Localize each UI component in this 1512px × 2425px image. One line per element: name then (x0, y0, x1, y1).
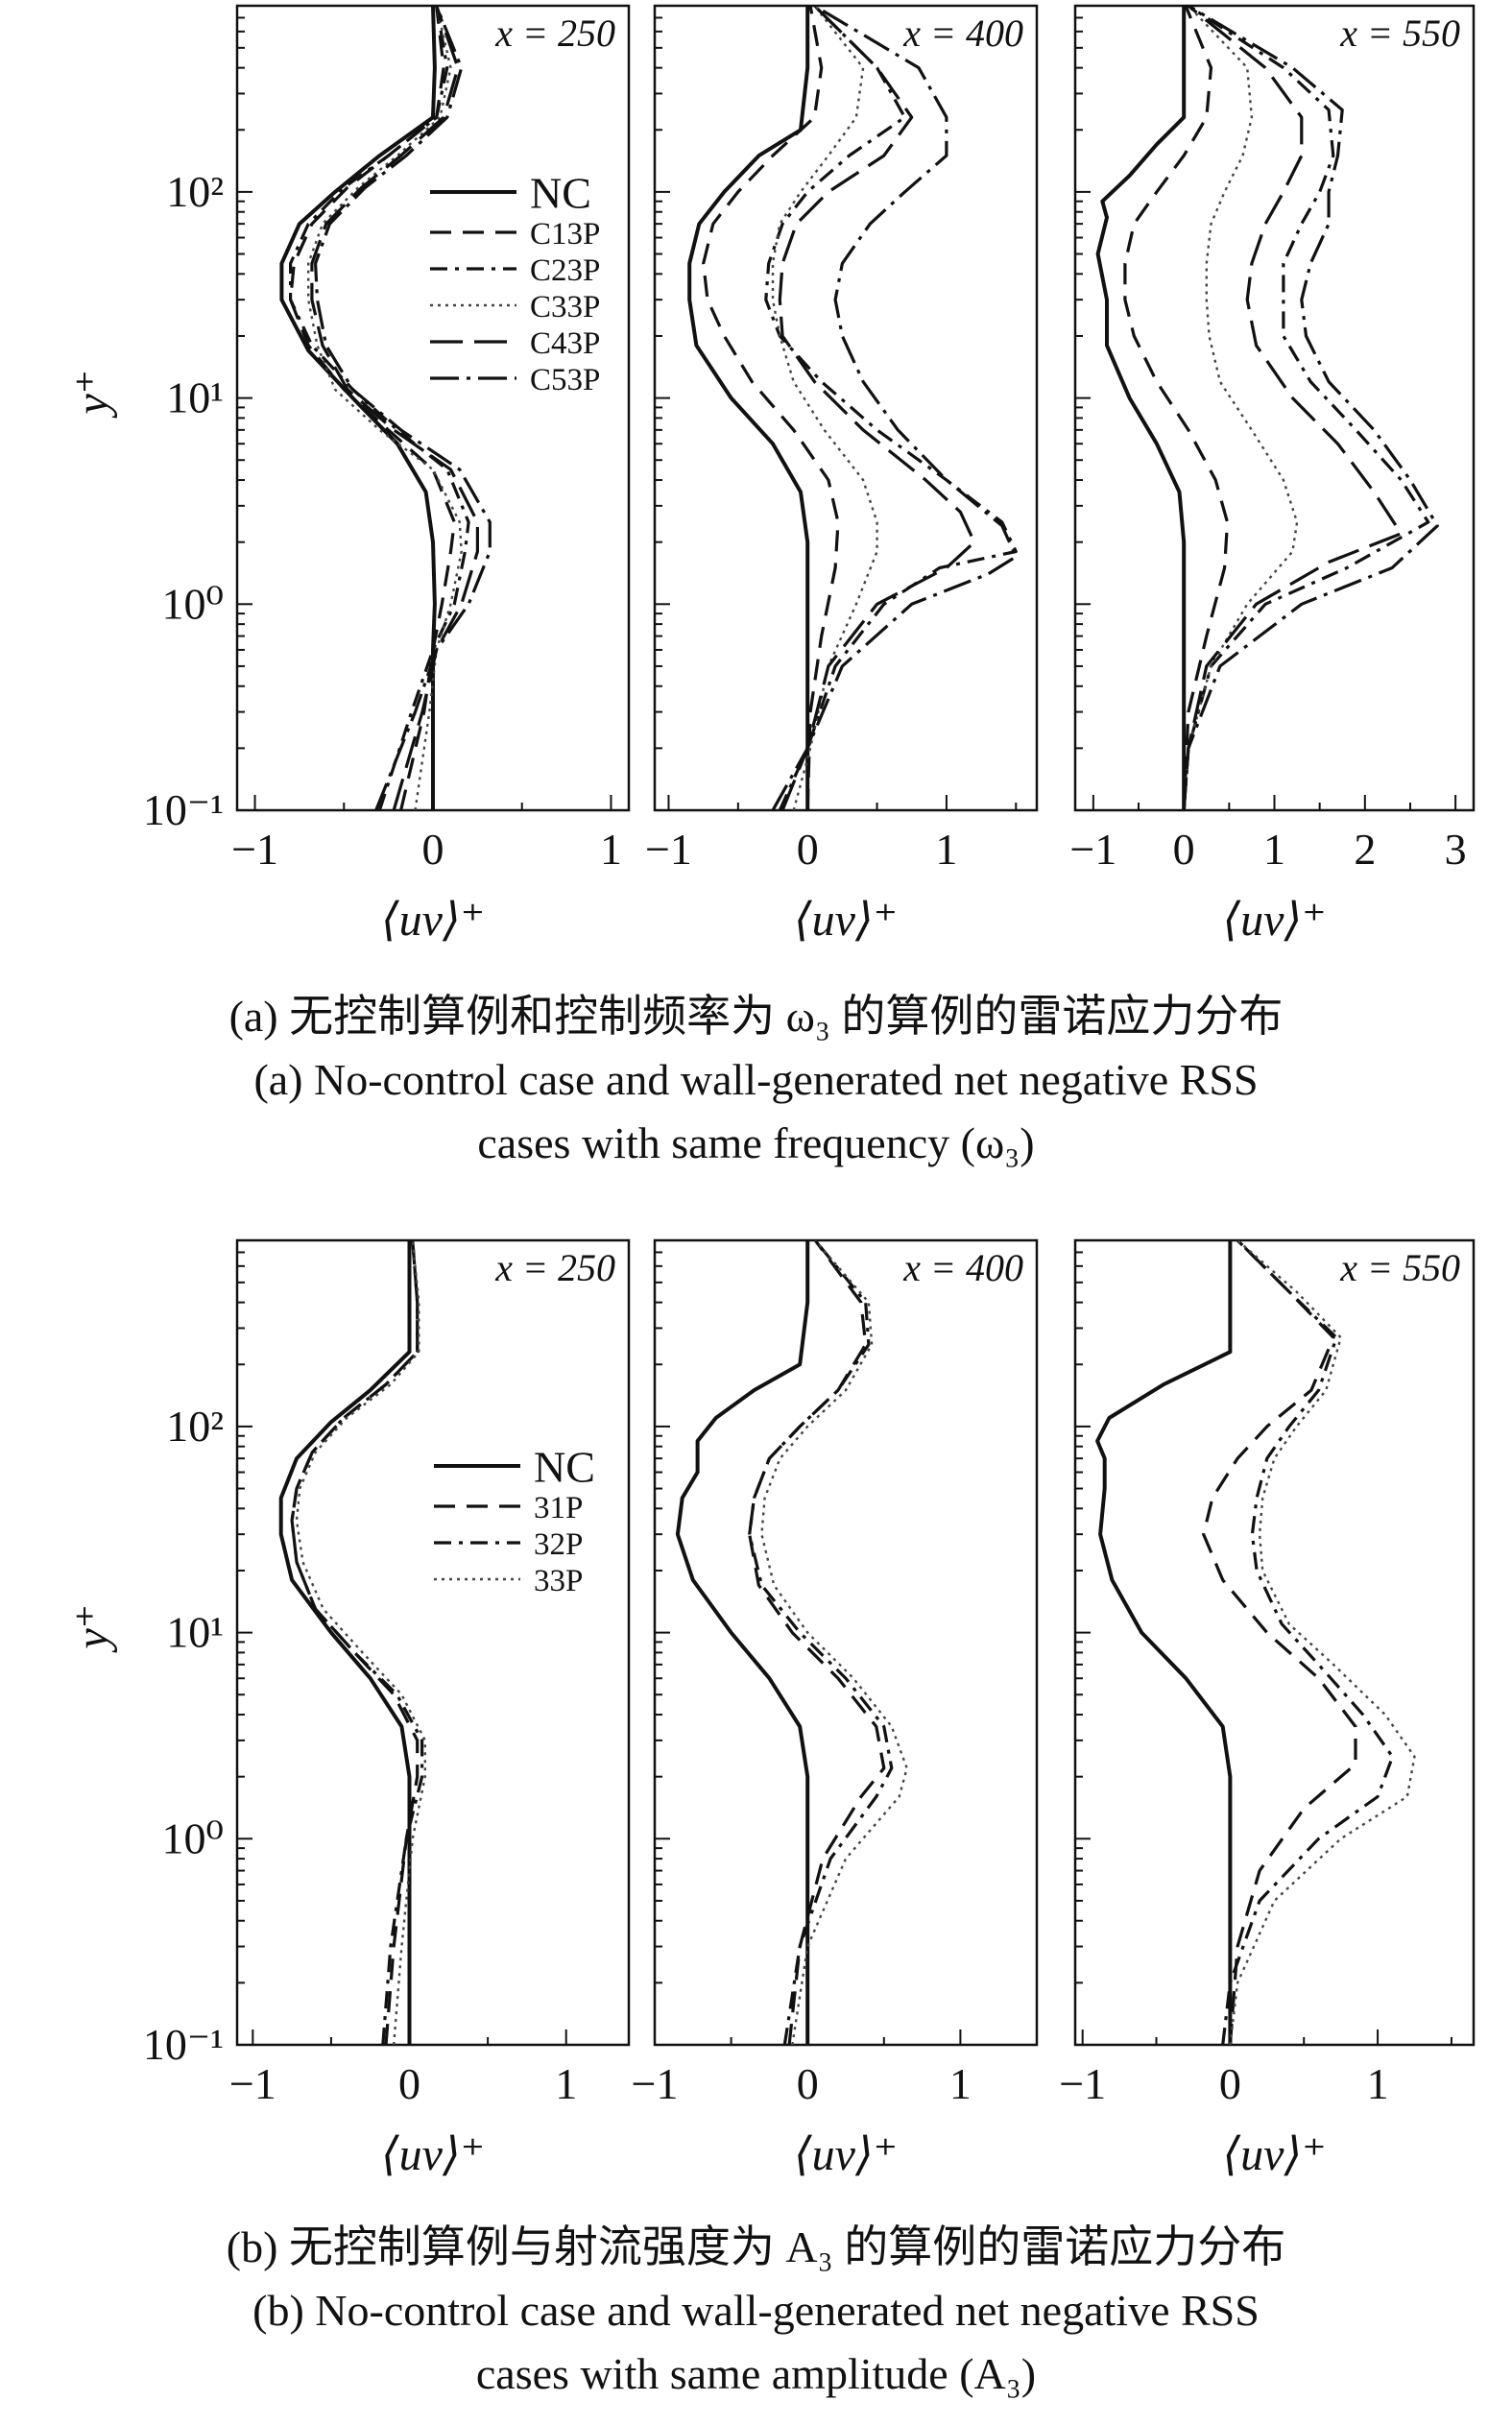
series-line-32p (1221, 1240, 1395, 2045)
y-tick-label: 10⁻¹ (143, 785, 224, 834)
y-tick-label: 10⁻¹ (143, 2020, 224, 2069)
series-line-32p (748, 1240, 894, 2045)
x-axis-label: ⟨uv⟩⁺ (794, 2129, 898, 2180)
series-line-nc (279, 6, 437, 810)
legend-label-31p: 31P (534, 1491, 583, 1525)
panel-title: x = 550 (1339, 1246, 1460, 1289)
caption-a-zh: (a) 无控制算例和控制频率为 ω₃ 的算例的雷诺应力分布 (228, 992, 1284, 1041)
legend-label-nc: NC (534, 1443, 595, 1492)
panel-a-3: −1 0 1 2 3 x = 550 ⟨uv⟩⁺ (1069, 4, 1476, 946)
x-axis-label: ⟨uv⟩⁺ (1222, 2129, 1326, 2180)
y-axis-label: y⁺ (67, 370, 118, 420)
legend-label-c23p: C23P (530, 253, 600, 288)
x-axis-label: ⟨uv⟩⁺ (1222, 895, 1326, 946)
series-line-c53p (1182, 6, 1439, 810)
x-tick-label: 1 (1263, 825, 1285, 874)
series-line-33p (1229, 1240, 1416, 2045)
caption-b-en-line1: (b) No-control case and wall-generated n… (252, 2286, 1260, 2335)
legend-label-nc: NC (530, 169, 591, 218)
x-tick-label: 0 (797, 2059, 819, 2108)
x-tick-label: −1 (231, 825, 278, 874)
y-tick-label: 10² (166, 167, 224, 216)
legend-label-c33p: C33P (530, 290, 600, 324)
caption-a-en-line1: (a) No-control case and wall-generated n… (253, 1055, 1259, 1104)
y-tick-label: 10⁰ (162, 579, 224, 628)
x-tick-label: 0 (1219, 2059, 1241, 2108)
caption-b-en-line2: cases with same amplitude (A₃) (475, 2349, 1037, 2398)
plot-frame (1073, 1238, 1476, 2047)
series-line-31p (1202, 1240, 1357, 2045)
x-tick-label: −1 (229, 2059, 276, 2108)
y-tick-label: 10² (166, 1402, 224, 1451)
panel-title: x = 250 (494, 1246, 615, 1289)
plot-frame (235, 1238, 631, 2047)
series-line-c23p (289, 6, 470, 810)
series-line-nc (675, 1240, 810, 2045)
series-line-c13p (1123, 6, 1230, 810)
series-line-c23p (764, 6, 1018, 810)
series-line-c23p (1182, 6, 1430, 810)
panel-b-3: −1 0 1 x = 550 ⟨uv⟩⁺ (1059, 1238, 1476, 2180)
panel-b-1: −1 0 1 x = 250 ⟨uv⟩⁺ 10⁻¹ 10⁰ 10¹ 10² y⁺ NC31P32P3… (67, 1238, 631, 2180)
x-tick-label: 1 (555, 2059, 577, 2108)
series-line-33p (760, 1240, 908, 2045)
x-tick-label: −1 (645, 825, 692, 874)
x-tick-label: 0 (398, 2059, 420, 2108)
series-line-nc (278, 1240, 412, 2045)
legend-label-32p: 32P (534, 1527, 583, 1562)
series-line-c33p (771, 6, 878, 810)
x-tick-label: 1 (600, 825, 622, 874)
caption-a-en-line2: cases with same frequency (ω₃) (477, 1118, 1035, 1167)
plot-frame (653, 4, 1039, 812)
series-line-c13p (289, 6, 456, 810)
panel-title: x = 250 (494, 12, 615, 55)
x-axis-label: ⟨uv⟩⁺ (381, 895, 485, 946)
x-tick-label: −1 (632, 2059, 679, 2108)
x-tick-label: −1 (1059, 2059, 1106, 2108)
x-tick-label: 1 (935, 825, 957, 874)
x-axis-label: ⟨uv⟩⁺ (794, 895, 898, 946)
x-tick-label: 1 (949, 2059, 972, 2108)
x-tick-label: 0 (422, 825, 444, 874)
caption-b-zh: (b) 无控制算例与射流强度为 A₃ 的算例的雷诺应力分布 (226, 2222, 1286, 2271)
y-tick-label: 10¹ (166, 1608, 224, 1657)
series-line-c33p (307, 6, 463, 810)
legend-label-c43p: C43P (530, 326, 600, 361)
panel-title: x = 550 (1339, 12, 1460, 55)
panel-b-2: −1 0 1 x = 400 ⟨uv⟩⁺ (632, 1238, 1039, 2180)
series-line-nc (1095, 6, 1187, 810)
series-line-33p (295, 1240, 426, 2045)
x-axis-label: ⟨uv⟩⁺ (381, 2129, 485, 2180)
legend-label-33p: 33P (534, 1564, 583, 1598)
series-line-c43p (1182, 6, 1404, 810)
y-axis-label: y⁺ (67, 1604, 118, 1654)
series-line-32p (290, 1240, 424, 2045)
x-tick-label: 3 (1445, 825, 1467, 874)
x-tick-label: 1 (1367, 2059, 1389, 2108)
series-line-c53p (314, 6, 492, 810)
plot-frame (653, 1238, 1039, 2047)
x-tick-label: 0 (797, 825, 819, 874)
y-tick-label: 10⁰ (162, 1813, 224, 1862)
y-tick-label: 10¹ (166, 373, 224, 422)
panel-title: x = 400 (902, 12, 1023, 55)
panel-title: x = 400 (902, 1246, 1023, 1289)
panel-a-2: −1 0 1 x = 400 ⟨uv⟩⁺ (645, 4, 1039, 946)
series-line-c13p (702, 6, 840, 810)
x-tick-label: −1 (1069, 825, 1116, 874)
series-line-nc (687, 6, 810, 810)
legend-label-c53p: C53P (530, 363, 600, 397)
series-line-c43p (310, 6, 479, 810)
panel-a-1: −1 0 1 x = 250 ⟨uv⟩⁺ 10⁻¹ 10⁰ 10¹ 10² y⁺ NCC13PC23… (67, 4, 631, 946)
x-tick-label: 0 (1173, 825, 1195, 874)
legend-label-c13p: C13P (530, 217, 600, 252)
series-line-c43p (778, 6, 976, 810)
x-tick-label: 2 (1354, 825, 1376, 874)
series-line-c53p (771, 6, 1018, 810)
series-line-nc (1095, 1240, 1233, 2045)
